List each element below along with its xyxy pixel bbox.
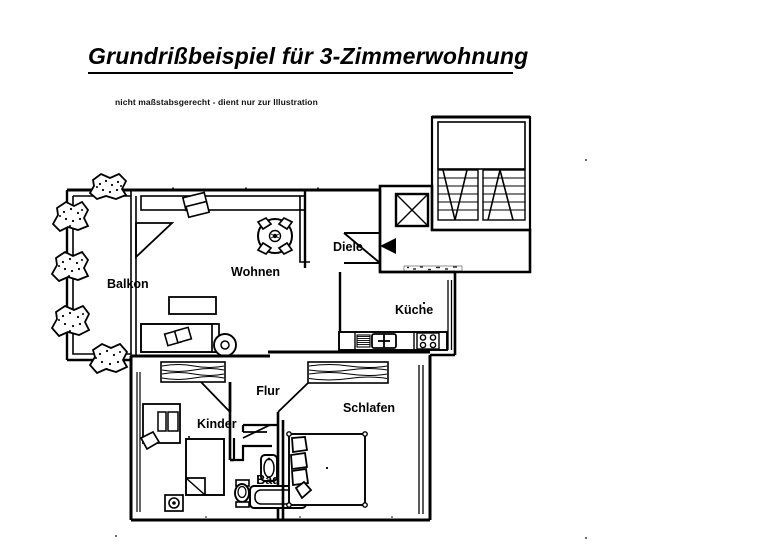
elevator-shaft	[394, 192, 430, 228]
stairwell-core	[378, 115, 532, 274]
hatched-wall-segment	[403, 265, 463, 272]
room-label-flur: Flur	[256, 384, 280, 398]
entry-door	[343, 232, 381, 264]
room-balkon: Balkon	[50, 172, 149, 375]
page-title: Grundrißbeispiel für 3-Zimmerwohnung	[88, 43, 529, 69]
childs-bed	[185, 438, 225, 496]
round-dining-table-with-four-chairs	[256, 216, 294, 256]
title-underline-rule	[88, 72, 513, 75]
room-schlafen: Schlafen	[281, 365, 424, 520]
floor-lamp-kinder	[164, 494, 184, 512]
kinder-dot	[188, 436, 190, 438]
balcony-planters	[50, 172, 129, 375]
window-schlafen-right	[418, 365, 424, 514]
sofa-with-cushions	[140, 323, 220, 353]
window-kinder-left	[136, 372, 141, 512]
room-label-kueche: Küche	[395, 303, 433, 317]
four-burner-stove	[416, 332, 440, 350]
door-schlafen	[277, 382, 309, 413]
room-label-bad: Bad	[256, 473, 280, 487]
room-kueche: Küche	[338, 272, 453, 351]
kitchen-sink-with-drainboard	[371, 333, 397, 349]
room-label-diele: Diele	[333, 240, 363, 254]
room-label-wohnen: Wohnen	[231, 265, 280, 279]
door-kinder	[200, 381, 232, 413]
balcony-door	[135, 222, 175, 260]
armchair-top	[181, 191, 211, 219]
page-subtitle: nicht maßstabsgerecht - dient nur zur Il…	[115, 97, 318, 107]
round-side-table	[213, 333, 237, 357]
window-kueche-right	[447, 280, 453, 350]
sink-drainboard	[356, 334, 371, 348]
room-bad: Bad	[232, 423, 307, 509]
wardrobe-kinder	[160, 361, 226, 383]
kueche-dot	[422, 301, 426, 305]
entrance-direction-arrow	[380, 238, 396, 254]
room-kinder: Kinder	[136, 372, 237, 512]
washbasin	[260, 454, 278, 482]
room-diele: Diele	[333, 190, 382, 272]
room-label-schlafen: Schlafen	[343, 401, 395, 415]
wardrobe-schlafen	[307, 361, 389, 384]
room-label-kinder: Kinder	[197, 417, 237, 431]
stair-flight-right	[482, 169, 526, 221]
coffee-table	[168, 296, 217, 315]
wall-tick-marks	[115, 159, 587, 539]
stair-flight-left	[437, 169, 479, 221]
double-bed-with-pillows	[286, 431, 368, 508]
window-band-top	[140, 195, 306, 211]
desk-with-chair	[139, 403, 181, 451]
toilet	[234, 479, 250, 508]
room-label-balkon: Balkon	[107, 277, 149, 291]
room-wohnen: Wohnen	[135, 190, 310, 357]
title-block: Grundrißbeispiel für 3-Zimmerwohnung	[88, 43, 529, 75]
